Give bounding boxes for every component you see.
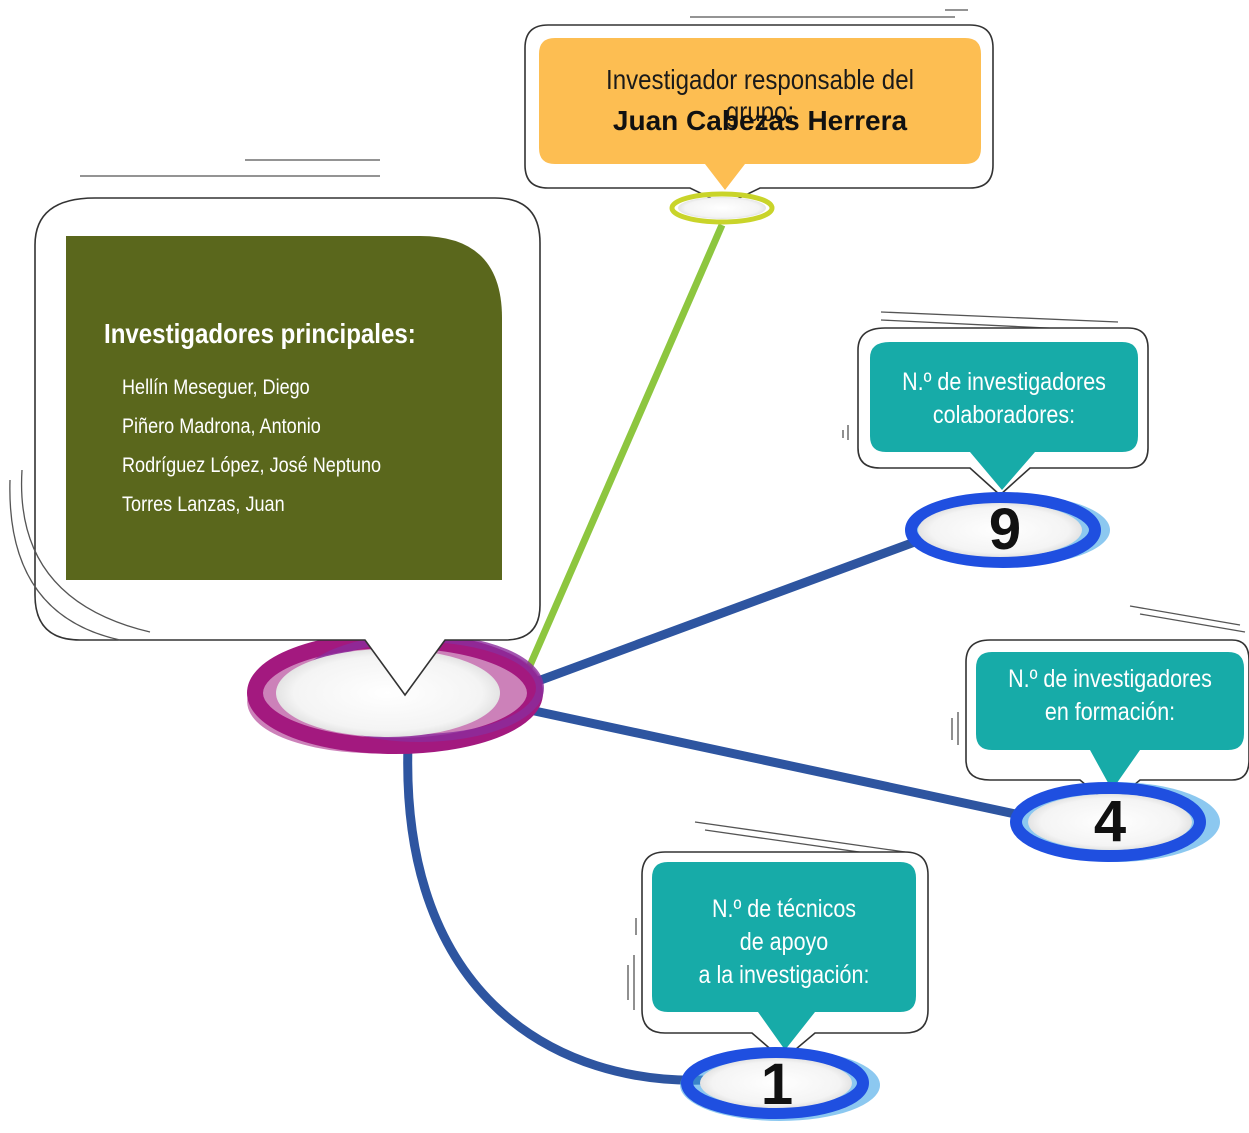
responsible-label: Investigador responsable del grupo: — [539, 64, 981, 128]
technicians-label-line2: de apoyo — [739, 928, 829, 956]
hub-node — [247, 632, 544, 754]
collaborators-label: N.º de investigadores colaboradores: — [870, 366, 1138, 432]
collaborators-callout — [857, 327, 1149, 568]
collaborators-label-line2: colaboradores: — [932, 401, 1076, 429]
trainees-label-line2: en formación: — [1044, 698, 1176, 726]
collaborators-count: 9 — [988, 497, 1022, 562]
principal-title: Investigadores principales: — [104, 318, 416, 349]
trainees-label: N.º de investigadores en formación: — [976, 663, 1244, 729]
responsible-title: Investigador responsable del grupo: — [606, 64, 914, 127]
principal-member: Piñero Madrona, Antonio — [122, 415, 321, 438]
trainees-callout — [965, 639, 1249, 862]
connector-trainees — [529, 705, 1021, 820]
connector-collaborators — [528, 535, 922, 689]
connector-technicians — [403, 744, 706, 1085]
technicians-label: N.º de técnicos de apoyo a la investigac… — [652, 893, 916, 992]
principal-member: Rodríguez López, José Neptuno — [122, 454, 382, 477]
trainees-count: 4 — [1093, 789, 1127, 854]
principal-members: Hellín Meseguer, Diego Piñero Madrona, A… — [122, 368, 449, 524]
technicians-count: 1 — [760, 1052, 794, 1117]
collaborators-label-line1: N.º de investigadores — [902, 368, 1106, 396]
technicians-label-line3: a la investigación: — [698, 961, 870, 989]
principal-callout — [34, 197, 541, 697]
technicians-label-line1: N.º de técnicos — [711, 895, 857, 923]
technicians-callout — [641, 851, 929, 1121]
trainees-label-line1: N.º de investigadores — [1008, 665, 1212, 693]
principal-member: Hellín Meseguer, Diego — [122, 376, 310, 399]
responsible-name-text: Juan Cabezas Herrera — [612, 105, 908, 136]
responsible-callout — [524, 24, 994, 225]
connector-responsible — [524, 223, 726, 672]
decorative-lines — [9, 9, 1246, 1010]
responsible-name: Juan Cabezas Herrera — [539, 104, 981, 138]
principal-member: Torres Lanzas, Juan — [122, 493, 285, 516]
